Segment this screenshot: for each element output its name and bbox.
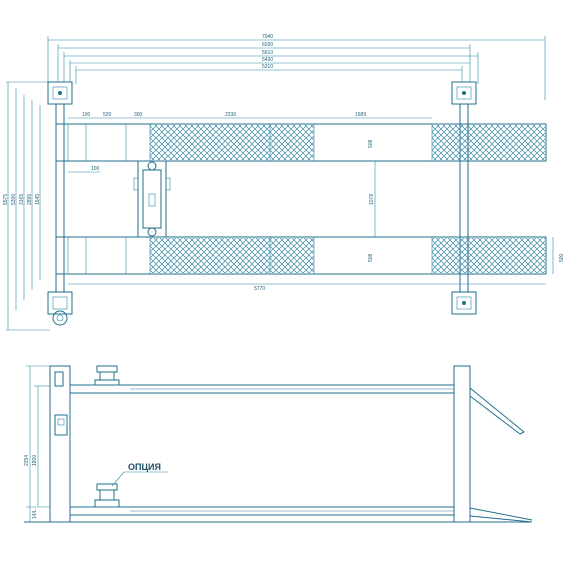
dim-height-2254: 2254 (24, 455, 30, 466)
runway-lower (55, 236, 554, 285)
top-dimension-lines (47, 36, 546, 100)
ramp-upper (469, 387, 525, 435)
post-bottom-right (451, 291, 477, 315)
dim-left-5: 1645 (35, 194, 41, 205)
dim-left-2: 5300 (11, 194, 17, 205)
dim-overall-1: 7040 (262, 34, 273, 40)
dim-left-1: 5575 (3, 194, 9, 205)
dim-seg-1689: 1689 (355, 112, 366, 118)
dim-overall-2: 6030 (262, 42, 273, 48)
post-top-right (451, 81, 477, 105)
ramp-lower (469, 507, 533, 523)
option-label: ОПЦИЯ (128, 462, 161, 472)
dim-width-508-b: 508 (368, 253, 374, 262)
dim-seg-2330: 2330 (225, 112, 236, 118)
dim-seg-100: 100 (82, 112, 91, 118)
dim-overall-4: 5430 (262, 57, 273, 63)
side-view: ОПЦИЯ 2254 1800 14/L (24, 365, 533, 523)
side-dimension-lines (26, 365, 50, 522)
jack-lower (94, 483, 120, 508)
right-crossbeam (459, 103, 469, 293)
dim-overall-5: 5310 (262, 64, 273, 70)
right-column (453, 365, 471, 523)
dim-height-1800: 1800 (32, 455, 38, 466)
dim-gap-1078: 1078 (369, 194, 375, 205)
dim-width-508-a: 508 (368, 139, 374, 148)
dim-seg-520: 520 (103, 112, 112, 118)
post-top-left (47, 81, 73, 105)
dim-left-3: 3165 (19, 194, 25, 205)
jack-upper (94, 365, 120, 386)
dim-bottom: 14/L (32, 509, 38, 519)
dim-seg-300: 300 (134, 112, 143, 118)
option-leader-line (111, 471, 125, 487)
dim-length-5770: 5770 (254, 286, 265, 292)
dim-right-500: 500 (559, 253, 565, 262)
left-column (49, 365, 71, 523)
jacking-beam (133, 160, 171, 238)
left-dimension-lines (6, 81, 50, 331)
runway-upper (55, 117, 547, 162)
left-crossbeam (55, 103, 65, 293)
dim-small-100: 100 (91, 166, 100, 172)
dim-overall-3: 5610 (262, 50, 273, 56)
top-view: 7040 6030 5610 5430 5310 5575 5300 3165 … (3, 34, 565, 331)
dim-left-4: 2895 (27, 194, 33, 205)
side-runway-lower (69, 506, 455, 516)
side-runway-upper (69, 384, 455, 394)
post-bottom-left (47, 291, 73, 326)
